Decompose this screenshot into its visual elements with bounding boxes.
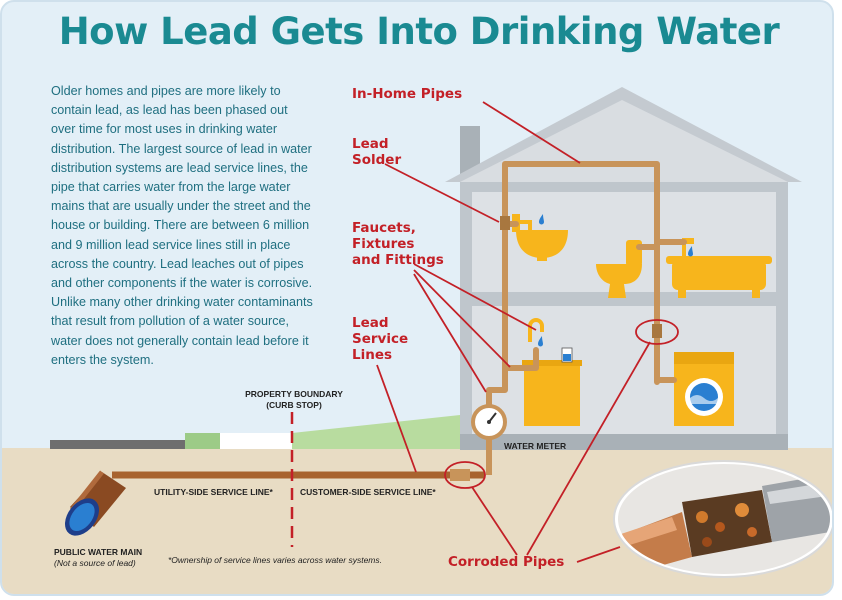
page-title: How Lead Gets Into Drinking Water xyxy=(58,10,780,53)
solder-joint xyxy=(500,216,510,230)
label-lead-solder-line1: Lead xyxy=(352,136,389,152)
customer-side-label: CUSTOMER-SIDE SERVICE LINE* xyxy=(300,487,436,497)
water-meter-gauge xyxy=(471,404,507,440)
diagram-artwork xyxy=(2,87,832,594)
kitchen-counter xyxy=(522,318,582,426)
utility-side-label: UTILITY-SIDE SERVICE LINE* xyxy=(154,487,273,497)
sidewalk xyxy=(220,433,292,449)
lawn-slope xyxy=(292,415,460,449)
label-faucets-line1: Faucets, xyxy=(352,220,416,236)
public-main-label: PUBLIC WATER MAIN xyxy=(54,547,143,557)
water-meter-label: WATER METER xyxy=(504,441,567,451)
roof-inner xyxy=(460,100,788,182)
property-boundary-label: PROPERTY BOUNDARY xyxy=(245,389,343,399)
label-faucets-line2: Fixtures xyxy=(352,236,415,252)
public-water-main xyxy=(65,470,126,536)
in-home-pipe-network xyxy=(486,161,687,468)
curb-stop-label: (CURB STOP) xyxy=(266,400,322,410)
label-lsl-line1: Lead xyxy=(352,315,389,331)
ownership-footnote: *Ownership of service lines varies acros… xyxy=(168,555,382,565)
bathtub xyxy=(666,238,772,298)
label-lsl-line2: Service xyxy=(352,331,409,347)
callout-lines xyxy=(376,101,679,563)
label-lsl-line3: Lines xyxy=(352,347,393,363)
public-main-note: (Not a source of lead) xyxy=(54,558,136,568)
foundation xyxy=(460,434,788,450)
label-lead-solder-line2: Solder xyxy=(352,152,402,168)
label-faucets-line3: and Fittings xyxy=(352,252,444,268)
street-surface xyxy=(50,440,185,449)
label-in-home-pipes: In-Home Pipes xyxy=(352,86,463,102)
pipe-joint xyxy=(652,324,662,338)
washing-machine xyxy=(674,352,734,426)
label-corroded-pipes: Corroded Pipes xyxy=(448,554,565,570)
corroded-fitting xyxy=(450,469,470,481)
intro-paragraph: Older homes and pipes are more likely to… xyxy=(51,84,313,367)
